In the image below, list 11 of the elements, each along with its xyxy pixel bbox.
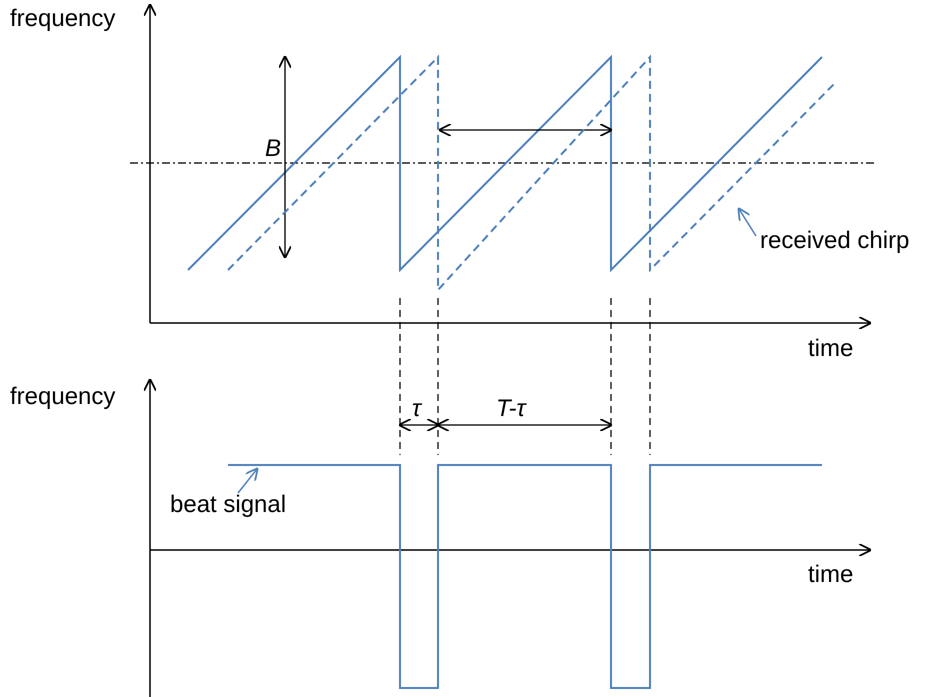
annotation-text: beat signal: [170, 492, 286, 518]
axis-label: frequency: [10, 384, 116, 410]
dimension-label: T-τ: [496, 396, 526, 422]
dimension-label: τ: [412, 396, 421, 422]
leader-line: [737, 207, 757, 236]
dimension-label: B: [265, 136, 282, 162]
axis-label: frequency: [10, 6, 116, 32]
annotation-text: received chirp: [760, 228, 910, 254]
axis-label: time: [808, 336, 854, 362]
leader-line: [237, 467, 259, 494]
axis-label: time: [808, 562, 854, 588]
